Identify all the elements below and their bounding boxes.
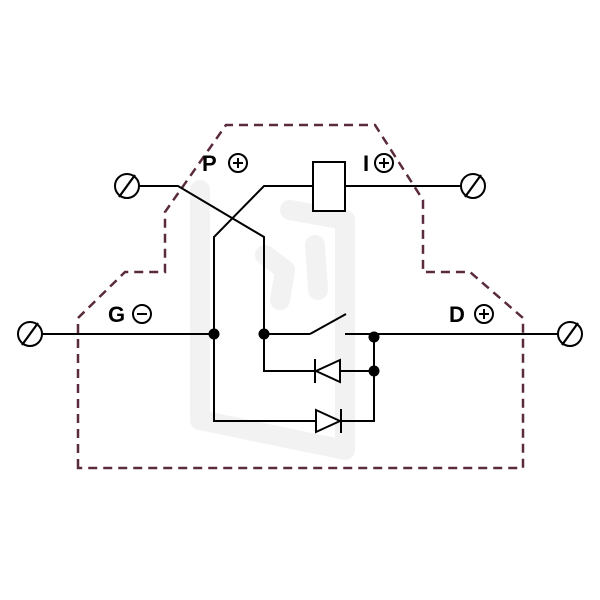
switch-blade: [309, 313, 347, 335]
wire-coil-left: [213, 185, 313, 334]
terminal-letter-p: P: [202, 151, 217, 176]
junction-g: [208, 328, 220, 340]
junction-diode: [368, 365, 380, 377]
wire-upper-loop: [263, 334, 374, 372]
junction-switch: [258, 328, 270, 340]
junction-d: [368, 331, 380, 343]
watermark-logo: [190, 180, 355, 460]
relay-coil-icon: [312, 161, 346, 212]
terminal-letter-i: I: [363, 151, 369, 176]
terminal-i-screw-icon: [460, 173, 486, 199]
terminal-g-screw-icon: [17, 321, 43, 347]
terminal-d-screw-icon: [557, 321, 583, 347]
housing-outline: [76, 123, 525, 470]
wiring: [42, 185, 558, 422]
terminal-label-p: P: [202, 151, 248, 176]
terminal-letter-d: D: [449, 302, 465, 327]
terminal-letter-g: G: [108, 302, 125, 327]
wire-p: [139, 185, 265, 334]
terminal-label-i: I: [363, 151, 394, 176]
terminal-label-g: G: [108, 302, 152, 327]
upper-diode-icon: [313, 358, 341, 384]
terminal-p-screw-icon: [114, 173, 140, 199]
lower-diode-icon: [315, 408, 343, 434]
terminal-label-d: D: [449, 302, 494, 327]
